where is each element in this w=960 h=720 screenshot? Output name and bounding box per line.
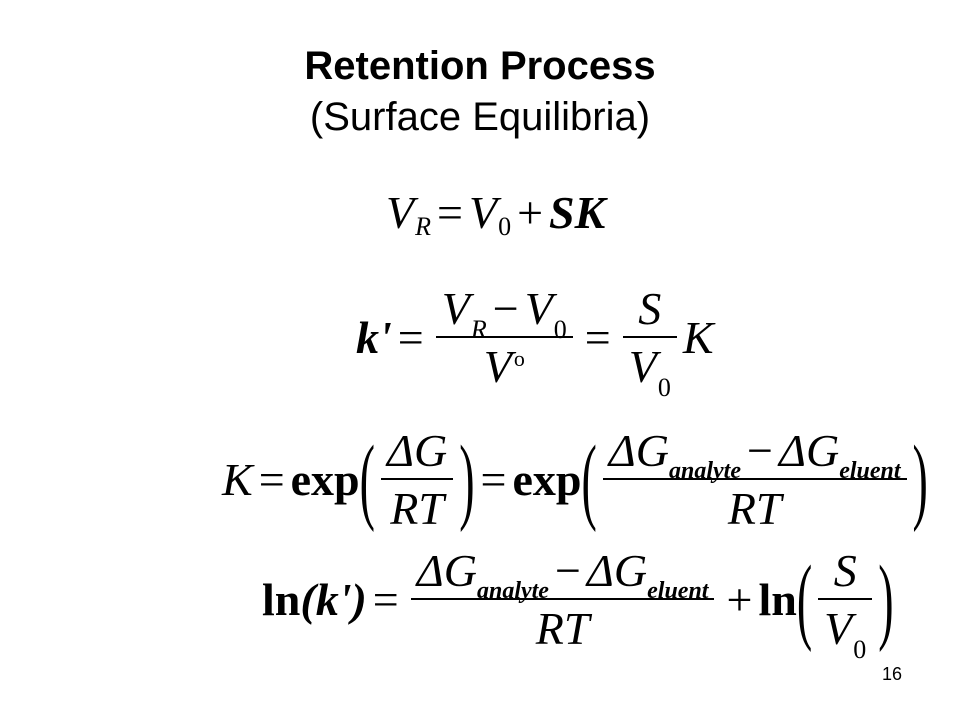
eq3-rparen: ): [459, 425, 475, 533]
eq3-fraction-2: ΔGanalyte−ΔGeluent RT: [602, 425, 907, 534]
eq4-ln-2: ln: [758, 574, 797, 625]
eq1-equals: =: [437, 187, 463, 238]
eq4-fraction-1: ΔGanalyte−ΔGeluent RT: [410, 545, 715, 654]
eq3-fraction-1: ΔG RT: [380, 425, 454, 534]
eq2-equals: =: [397, 312, 424, 363]
equation-log-retention: ln (k') = ΔGanalyte−ΔGeluent RT + ln ( S…: [262, 545, 894, 664]
eq3-equals-2: =: [480, 454, 507, 505]
eq4-denominator: RT: [535, 603, 590, 654]
eq3-denominator: RT: [390, 483, 444, 534]
eq3-exp-2: exp: [512, 454, 582, 505]
eq3-K: K: [222, 454, 253, 505]
eq4-plus: +: [726, 574, 753, 625]
eq2-equals-2: =: [584, 312, 611, 363]
eq2-fraction-2: S V0: [622, 283, 677, 402]
eq3-numerator-2: ΔGanalyte−ΔGeluent: [608, 425, 901, 484]
eq3-lparen-2: (: [581, 425, 597, 533]
eq2-fraction-bar-1: [435, 336, 573, 338]
eq3-fraction-bar-2: [602, 478, 907, 480]
eq3-lparen: (: [359, 425, 375, 533]
eq2-K: K: [682, 312, 714, 363]
eq4-fraction-2: S V0: [818, 545, 873, 664]
eq2-s: S: [638, 283, 662, 334]
eq1-sub-r: R: [415, 212, 431, 241]
eq4-rparen: ): [878, 545, 894, 653]
slide-subtitle: (Surface Equilibria): [309, 95, 651, 139]
eq1-sub-0: 0: [498, 212, 512, 241]
slide-title: Retention Process: [304, 44, 656, 88]
eq2-denominator: Vo: [483, 341, 525, 392]
eq1-v: V: [386, 187, 415, 238]
eq4-s: S: [833, 545, 857, 596]
eq3-numerator: ΔG: [386, 425, 448, 476]
eq3-fraction-bar-1: [380, 478, 454, 480]
eq2-numerator: VR−V0: [441, 283, 567, 344]
eq2-fraction-1: VR−V0 Vo: [435, 283, 573, 392]
eq3-rparen-2: ): [912, 425, 928, 533]
eq4-arg: (k'): [300, 574, 367, 625]
equation-retention-factor: k' = VR−V0 Vo = S V0 K: [356, 283, 714, 402]
eq1-v0: V: [468, 187, 498, 238]
eq1-sk: SK: [549, 187, 606, 238]
eq3-exp: exp: [290, 454, 360, 505]
eq4-ln: ln: [262, 574, 301, 625]
slide-number: 16: [881, 664, 902, 684]
eq4-fraction-bar-2: [818, 598, 873, 600]
eq2-k-prime: k': [356, 312, 392, 363]
eq3-equals: =: [258, 454, 285, 505]
eq4-equals: =: [372, 574, 399, 625]
eq1-plus: +: [517, 187, 544, 238]
eq3-denominator-2: RT: [727, 483, 782, 534]
eq4-fraction-bar-1: [410, 598, 715, 600]
eq4-numerator: ΔGanalyte−ΔGeluent: [416, 545, 709, 604]
eq2-fraction-bar-2: [622, 336, 677, 338]
equation-retention-volume: V R = V 0 + SK: [386, 187, 606, 240]
eq2-denominator-2: V0: [628, 341, 671, 402]
eq4-denominator-2: V0: [824, 603, 867, 664]
equation-equilibrium-constant: K = exp ( ΔG RT ) = exp ( ΔGanalyte−ΔGel…: [222, 428, 928, 532]
eq4-lparen: (: [796, 545, 813, 653]
